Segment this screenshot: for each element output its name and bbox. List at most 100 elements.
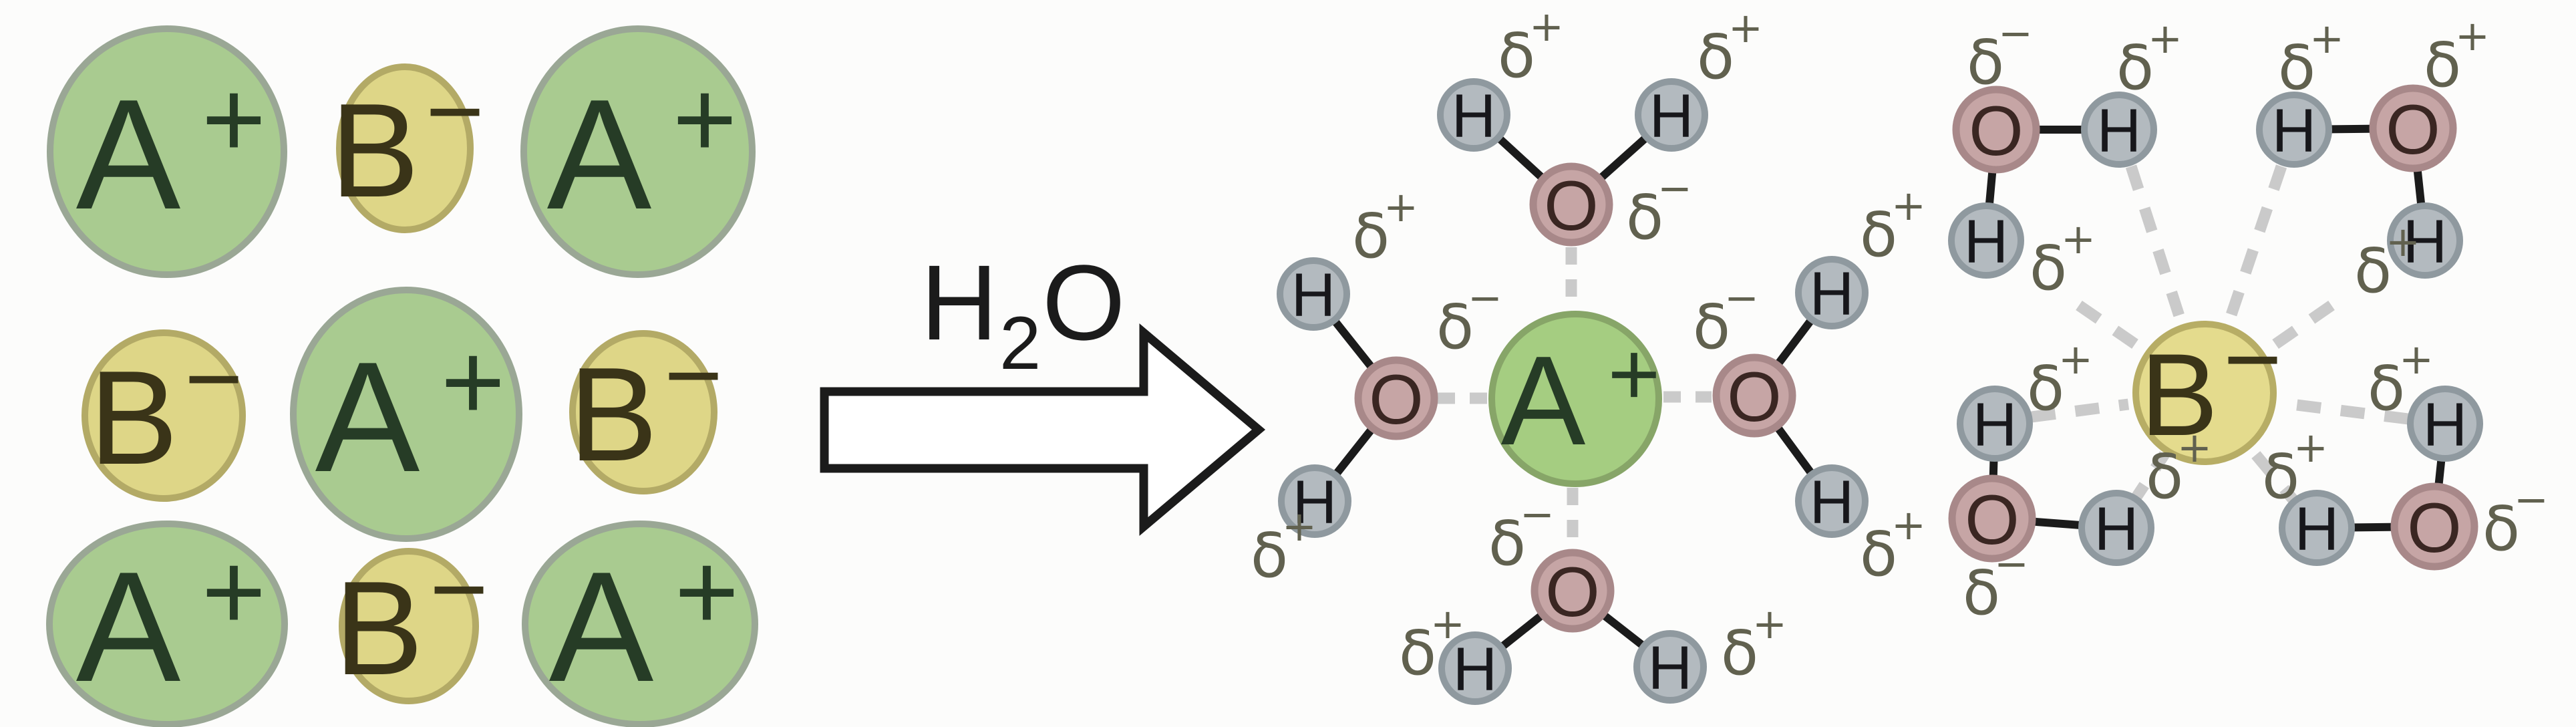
oxygen-label: O xyxy=(2386,91,2440,169)
crystal-lattice: A + B − A + B − A + B − A + B − A + xyxy=(46,25,758,727)
oxygen-label: O xyxy=(1545,553,1600,631)
partial-charge-delta: δ xyxy=(1399,617,1436,689)
anion-symbol: B xyxy=(334,554,423,703)
oxygen-atom xyxy=(1531,549,1615,633)
ion-dipole-dashes xyxy=(2030,164,2410,511)
hydrogen-label: H xyxy=(2272,97,2316,165)
anion-charge: − xyxy=(2223,303,2282,415)
partial-charge-plus-sign: + xyxy=(1384,182,1418,231)
hydrogen-label: H xyxy=(1810,468,1854,537)
cation-charge: + xyxy=(1608,323,1661,424)
partial-charge-minus-sign: − xyxy=(1468,273,1502,322)
hydrogen-label: H xyxy=(2097,97,2141,165)
hydrogen-atom xyxy=(2279,490,2355,566)
partial-charge-delta: δ xyxy=(1693,291,1730,363)
partial-charge-delta: δ xyxy=(1626,182,1663,253)
partial-charge-minus-sign: − xyxy=(1657,164,1692,212)
partial-charge-delta: δ xyxy=(1967,27,2004,98)
oxygen-atom xyxy=(1948,474,2036,563)
partial-charge-delta: δ xyxy=(1488,508,1526,579)
oxygen-label: O xyxy=(1969,92,2024,170)
oxygen-atom xyxy=(1712,353,1796,438)
hydrogen-atom xyxy=(1635,78,1708,152)
partial-charge-delta: δ xyxy=(2278,32,2315,104)
h2o-label-o: O xyxy=(1042,243,1125,362)
oxygen-atom xyxy=(2390,482,2478,571)
partial-charge-plus-sign: + xyxy=(2455,11,2490,60)
cation-symbol: A xyxy=(1501,330,1586,472)
oxygen-label: O xyxy=(2407,489,2462,567)
lattice-cation xyxy=(46,521,288,727)
hydrogen-atom xyxy=(1795,464,1869,538)
hydrogen-label: H xyxy=(1453,635,1497,704)
hydrogen-atom xyxy=(1795,256,1869,329)
water-molecule: O H H δ + δ + δ + xyxy=(2256,11,2490,307)
partial-charge-delta: δ xyxy=(2116,32,2154,104)
partial-charge-minus-sign: − xyxy=(2514,475,2549,524)
water-molecule: O H H δ + δ − δ + xyxy=(1948,335,2212,629)
h2o-label-h: H xyxy=(921,243,998,362)
cation-symbol: A xyxy=(547,66,652,242)
water-molecule: O H H δ + δ + δ − xyxy=(1693,181,1926,590)
cation-charge: + xyxy=(673,57,737,180)
oxygen-label: O xyxy=(1544,167,1599,245)
hydrogen-atom xyxy=(2387,202,2463,279)
hydrogen-atom xyxy=(1278,464,1351,538)
oxygen-atom xyxy=(1354,356,1438,440)
partial-charge-plus-sign: + xyxy=(2148,14,2183,63)
partial-charge-plus-sign: + xyxy=(1529,2,1564,51)
partial-charge-delta: δ xyxy=(2027,353,2064,424)
partial-charge-delta: δ xyxy=(1498,20,1535,92)
reaction-arrow xyxy=(820,323,1266,536)
partial-charge-delta: δ xyxy=(1251,520,1288,591)
oxygen-label: O xyxy=(1369,361,1424,439)
hydrated-cation-shell: A + O H H δ + δ + δ − O H H δ + δ xyxy=(1251,2,1926,705)
partial-charge-delta: δ xyxy=(1721,617,1758,689)
hydrogen-atom xyxy=(2078,490,2154,566)
partial-charge-minus-sign: − xyxy=(1998,9,2033,57)
partial-charge-plus-sign: + xyxy=(2386,217,2420,266)
partial-charge-delta: δ xyxy=(1860,199,1897,271)
oxygen-atom xyxy=(2369,84,2457,172)
anion-symbol: B xyxy=(2140,330,2219,460)
hydrogen-label: H xyxy=(2094,495,2138,563)
hydrogen-atom xyxy=(1437,78,1510,152)
partial-charge-plus-sign: + xyxy=(1752,599,1787,648)
cation-charge: + xyxy=(441,320,505,443)
partial-charge-delta: δ xyxy=(1697,21,1734,93)
cation-symbol: A xyxy=(315,329,420,504)
partial-charge-delta: δ xyxy=(2482,493,2520,565)
partial-charge-delta: δ xyxy=(2368,353,2405,424)
partial-charge-plus-sign: + xyxy=(2177,423,2212,472)
hydrogen-atom xyxy=(2256,92,2332,168)
hydrated-anion xyxy=(2132,321,2277,465)
partial-charge-delta: δ xyxy=(1436,291,1474,363)
partial-charge-plus-sign: + xyxy=(2309,14,2344,63)
partial-charge-plus-sign: + xyxy=(2058,335,2093,384)
hydrogen-atom xyxy=(1277,257,1350,331)
hydrogen-atom xyxy=(1438,631,1512,705)
hydrogen-atom xyxy=(1633,630,1707,704)
water-molecule: O H H δ − δ + δ + xyxy=(1948,9,2183,304)
lattice-cation xyxy=(290,287,522,542)
cation-charge: + xyxy=(202,57,266,180)
partial-charge-minus-sign: − xyxy=(1724,273,1759,322)
partial-charge-plus-sign: + xyxy=(2061,214,2096,263)
lattice-cation xyxy=(47,25,287,278)
lattice-anion xyxy=(82,329,246,502)
hydrogen-label: H xyxy=(2423,391,2467,459)
partial-charge-delta: δ xyxy=(2354,235,2392,307)
partial-charge-delta: δ xyxy=(2030,233,2067,304)
hydrogen-label: H xyxy=(1452,82,1496,150)
h2o-subscript: 2 xyxy=(999,301,1041,385)
partial-charge-delta: δ xyxy=(2424,29,2461,101)
water-molecule: O H H δ + δ + δ − xyxy=(1399,490,1787,705)
cation-charge: + xyxy=(675,530,739,653)
anion-symbol: B xyxy=(330,76,419,225)
partial-charge-delta: δ xyxy=(1352,200,1390,272)
cation-symbol: A xyxy=(549,539,654,714)
anion-symbol: B xyxy=(89,343,178,492)
partial-charge-plus-sign: + xyxy=(2293,423,2328,472)
